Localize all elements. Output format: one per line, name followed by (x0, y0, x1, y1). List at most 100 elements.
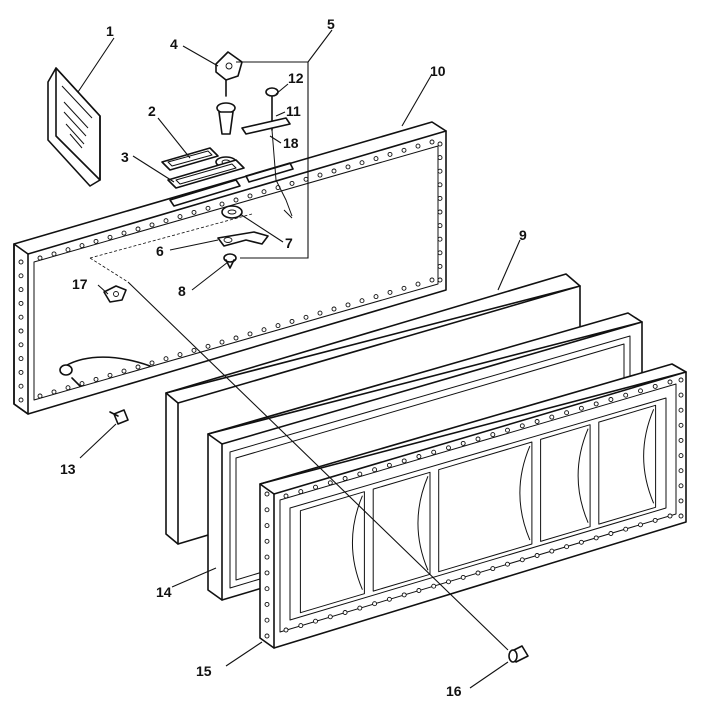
rivet-hole (667, 513, 673, 519)
rivet-hole (652, 517, 658, 523)
rivet-hole (549, 548, 555, 554)
rivet-hole (401, 147, 407, 153)
rivet-hole (564, 544, 570, 550)
rivet-hole (289, 180, 295, 186)
rivet-hole (107, 234, 113, 240)
rivet-hole (149, 222, 155, 228)
rivet-hole (638, 522, 643, 528)
bin-curve (519, 445, 531, 541)
rivet-hole (79, 243, 85, 249)
rivet-hole (313, 484, 318, 490)
rivet-hole (357, 471, 363, 477)
bin-curve (577, 428, 589, 523)
front-panel-holes (264, 377, 684, 639)
rivet-hole (149, 360, 155, 366)
rivet-hole (205, 205, 211, 211)
latch-cam (217, 231, 269, 247)
label-13: 13 (60, 461, 76, 477)
rivet-hole (437, 277, 443, 283)
rivet-hole (264, 538, 270, 544)
label-12: 12 (288, 70, 304, 86)
rivet-hole (18, 300, 24, 306)
rivet-hole (373, 156, 379, 162)
key (215, 51, 243, 97)
lock-bezel (161, 147, 219, 171)
rivet-hole (327, 480, 333, 486)
label-3: 3 (121, 149, 129, 165)
rivet-hole (505, 427, 510, 433)
rivet-hole (18, 342, 24, 348)
rivet-hole (79, 381, 85, 387)
rivet-hole (135, 226, 141, 232)
rivet-hole (490, 432, 496, 438)
rivet-hole (264, 554, 270, 560)
rivet-hole (415, 281, 421, 287)
rivet-hole (107, 372, 113, 378)
rivet-hole (431, 449, 437, 455)
rivet-hole (264, 523, 270, 529)
rivet-hole (437, 263, 443, 269)
rivet-hole (219, 201, 225, 207)
label-9: 9 (519, 227, 527, 243)
bin-curve (417, 476, 429, 571)
rivet-hole (623, 392, 629, 398)
rivet-hole (264, 507, 270, 513)
wire-clip (103, 285, 127, 303)
rivet-hole (313, 618, 318, 624)
cam-screw (223, 253, 237, 269)
rivet-hole (437, 250, 443, 256)
rivet-hole (18, 328, 24, 334)
rivet-hole (373, 294, 379, 300)
rivet-hole (415, 143, 421, 149)
rivet-hole (345, 302, 351, 308)
rivet-hole (121, 368, 127, 374)
rivet-hole (18, 383, 24, 389)
label-14: 14 (156, 584, 172, 600)
label-7: 7 (285, 235, 293, 251)
rivet-hole (283, 627, 289, 633)
rivet-hole (678, 407, 684, 413)
rivet-hole (317, 310, 323, 316)
rivet-hole (460, 440, 466, 446)
rivet-hole (372, 467, 378, 473)
rivet-hole (578, 539, 584, 545)
rivet-hole (289, 318, 295, 324)
label-1: 1 (106, 23, 114, 39)
rivet-hole (678, 377, 684, 383)
rivet-hole (264, 601, 270, 607)
rivet-hole (678, 392, 684, 398)
rivet-hole (261, 189, 267, 195)
rivet-hole (65, 385, 71, 391)
rivet-hole (564, 410, 570, 416)
bin-compartment (438, 441, 533, 573)
rivet-hole (247, 193, 253, 199)
label-10: 10 (430, 63, 446, 79)
rivet-hole (342, 610, 348, 615)
bin-compartment (540, 424, 591, 542)
rivet-hole (578, 405, 584, 411)
front-door-panel (259, 363, 687, 649)
rivet-hole (359, 160, 365, 166)
rivet-hole (437, 182, 443, 188)
rivet-hole (163, 356, 169, 362)
rivet-hole (638, 388, 643, 394)
label-18: 18 (283, 135, 299, 151)
rivet-hole (416, 454, 422, 459)
rivet-hole (342, 476, 348, 481)
rivet-hole (247, 331, 253, 337)
rivet-hole (534, 419, 540, 424)
rivet-hole (93, 376, 99, 382)
rivet-hole (233, 197, 239, 203)
rivet-hole (534, 553, 540, 558)
rivet-hole (505, 561, 510, 567)
label-4: 4 (170, 36, 178, 52)
rivet-hole (593, 535, 599, 541)
callout-labels: 1 2 3 4 5 6 7 8 9 10 11 12 13 14 15 16 1… (60, 16, 527, 699)
rivet-hole (18, 397, 24, 403)
rivet-hole (401, 285, 407, 291)
rivet-hole (437, 209, 443, 215)
rivet-hole (331, 168, 337, 174)
door-bins (299, 404, 657, 614)
rivet-hole (327, 614, 333, 620)
rivet-hole (608, 397, 614, 402)
